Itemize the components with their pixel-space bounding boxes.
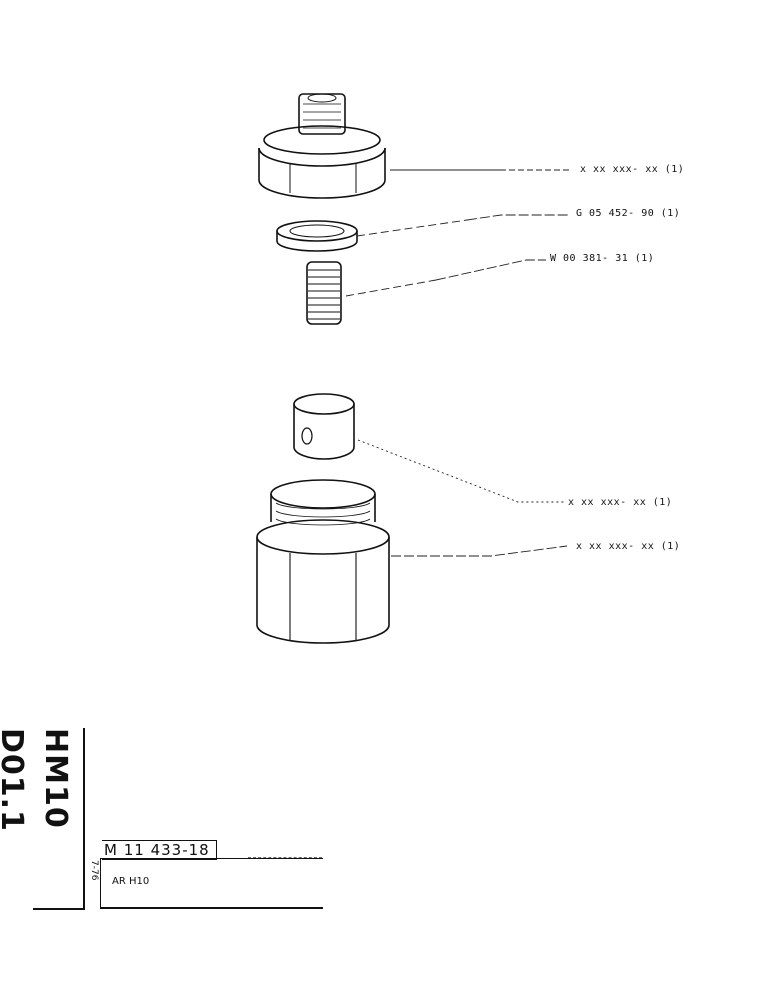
title-rule	[101, 858, 323, 859]
drawing-code: HM10 D01.1	[0, 728, 73, 832]
coil-spring-part	[306, 261, 342, 325]
date-column: 7-76	[88, 858, 101, 908]
leader-line-2b	[466, 214, 568, 221]
bottom-rule	[100, 907, 323, 909]
washer-ring-part	[276, 220, 358, 252]
leader-line-3	[345, 279, 437, 297]
callout-sleeve: x xx xxx- xx (1)	[568, 497, 673, 508]
callout-washer: G 05 452- 90 (1)	[576, 208, 681, 219]
threaded-hex-cap-part	[258, 93, 386, 199]
drawing-date: 7-76	[89, 860, 99, 881]
leader-line-3b	[435, 259, 546, 281]
piston-sleeve-part	[293, 393, 355, 460]
leader-line-5	[391, 545, 568, 557]
leader-line-2	[356, 219, 468, 237]
callout-spring: W 00 381- 31 (1)	[550, 253, 655, 264]
model-label: AR H10	[112, 876, 150, 887]
drawing-code-block: HM10 D01.1	[0, 728, 85, 910]
callout-body: x xx xxx- xx (1)	[576, 541, 681, 552]
leader-line-4	[357, 439, 566, 503]
title-rule-dash	[248, 857, 322, 858]
hex-body-part	[256, 479, 390, 644]
callout-cap: x xx xxx- xx (1)	[580, 164, 685, 175]
part-number: M 11 433-18	[102, 840, 217, 860]
